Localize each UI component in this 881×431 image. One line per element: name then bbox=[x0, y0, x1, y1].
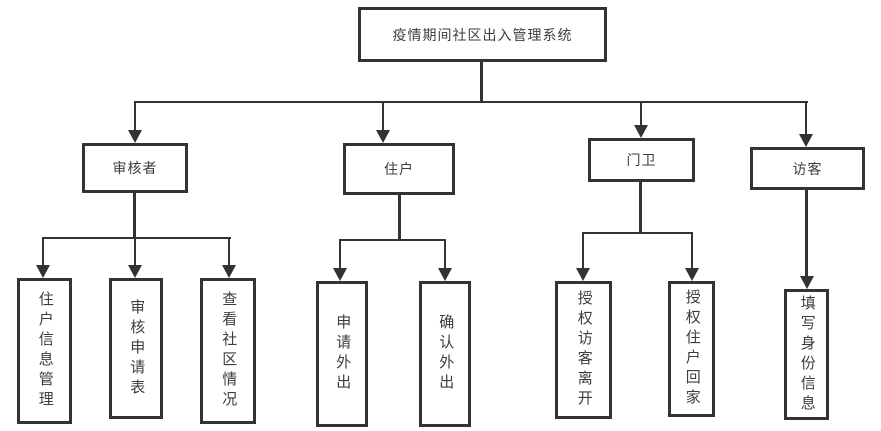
node-visitor: 访客 bbox=[750, 147, 865, 190]
node-apply-go-out: 申请外出 bbox=[316, 281, 368, 427]
node-reviewer-label: 审核者 bbox=[112, 160, 158, 176]
arrowhead-review-form-icon bbox=[128, 265, 142, 278]
arrowhead-view-community-icon bbox=[222, 265, 236, 278]
arrowhead-fill-identity-icon bbox=[800, 276, 814, 289]
node-resident-info-management: 住户信息管理 bbox=[17, 278, 72, 424]
node-root: 疫情期间社区出入管理系统 bbox=[358, 7, 607, 62]
node-guard-label: 门卫 bbox=[626, 152, 657, 168]
arrowhead-resident-icon bbox=[376, 130, 390, 143]
node-resident-label: 住户 bbox=[384, 161, 414, 177]
arrowhead-apply-out-icon bbox=[333, 268, 347, 281]
node-resident-info-management-label: 住户信息管理 bbox=[36, 291, 54, 411]
connector-guard-bus bbox=[582, 232, 693, 234]
node-fill-identity-info: 填写身份信息 bbox=[784, 289, 829, 420]
arrowhead-reviewer-icon bbox=[128, 130, 142, 143]
node-resident: 住户 bbox=[343, 143, 455, 195]
arrowhead-visitor-icon bbox=[799, 134, 813, 147]
connector-root-bus bbox=[134, 101, 808, 103]
arrowhead-resident-return-icon bbox=[685, 268, 699, 281]
connector-resident-stem bbox=[398, 195, 401, 241]
connector-drop-review-form bbox=[134, 237, 136, 266]
connector-drop-reviewer bbox=[134, 101, 136, 132]
connector-drop-resident-info bbox=[42, 237, 44, 266]
node-reviewer: 审核者 bbox=[82, 143, 188, 193]
connector-root-stem bbox=[480, 62, 483, 103]
arrowhead-resident-info-icon bbox=[36, 265, 50, 278]
node-confirm-go-out: 确认外出 bbox=[419, 281, 471, 427]
node-authorize-resident-return: 授权住户回家 bbox=[668, 281, 715, 417]
connector-guard-stem bbox=[639, 182, 642, 234]
connector-drop-apply-out bbox=[339, 239, 341, 269]
node-authorize-visitor-leave-label: 授权访客离开 bbox=[575, 290, 593, 410]
node-review-application-form: 审核申请表 bbox=[109, 278, 163, 419]
arrowhead-visitor-leave-icon bbox=[576, 268, 590, 281]
node-view-community-status-label: 查看社区情况 bbox=[220, 291, 238, 411]
connector-drop-visitor-leave bbox=[582, 232, 584, 269]
arrowhead-guard-icon bbox=[634, 125, 648, 138]
node-view-community-status: 查看社区情况 bbox=[200, 278, 256, 424]
connector-drop-confirm-out bbox=[444, 239, 446, 269]
node-fill-identity-info-label: 填写身份信息 bbox=[798, 294, 816, 415]
connector-drop-view-community bbox=[228, 237, 230, 266]
connector-drop-resident bbox=[382, 101, 384, 132]
connector-reviewer-bus bbox=[42, 237, 231, 239]
node-authorize-visitor-leave: 授权访客离开 bbox=[555, 281, 612, 419]
connector-drop-guard bbox=[640, 101, 642, 127]
connector-drop-visitor bbox=[805, 101, 807, 136]
node-root-label: 疫情期间社区出入管理系统 bbox=[392, 26, 573, 43]
node-visitor-label: 访客 bbox=[792, 160, 823, 177]
node-review-application-form-label: 审核申请表 bbox=[128, 298, 146, 399]
connector-reviewer-stem bbox=[133, 193, 136, 239]
connector-drop-resident-return bbox=[691, 232, 693, 269]
node-authorize-resident-return-label: 授权住户回家 bbox=[683, 289, 701, 409]
arrowhead-confirm-out-icon bbox=[438, 268, 452, 281]
connector-resident-bus bbox=[339, 239, 446, 241]
node-guard: 门卫 bbox=[588, 138, 695, 182]
node-apply-go-out-label: 申请外出 bbox=[334, 314, 352, 394]
node-confirm-go-out-label: 确认外出 bbox=[437, 314, 455, 394]
connector-visitor-stem bbox=[805, 190, 808, 277]
